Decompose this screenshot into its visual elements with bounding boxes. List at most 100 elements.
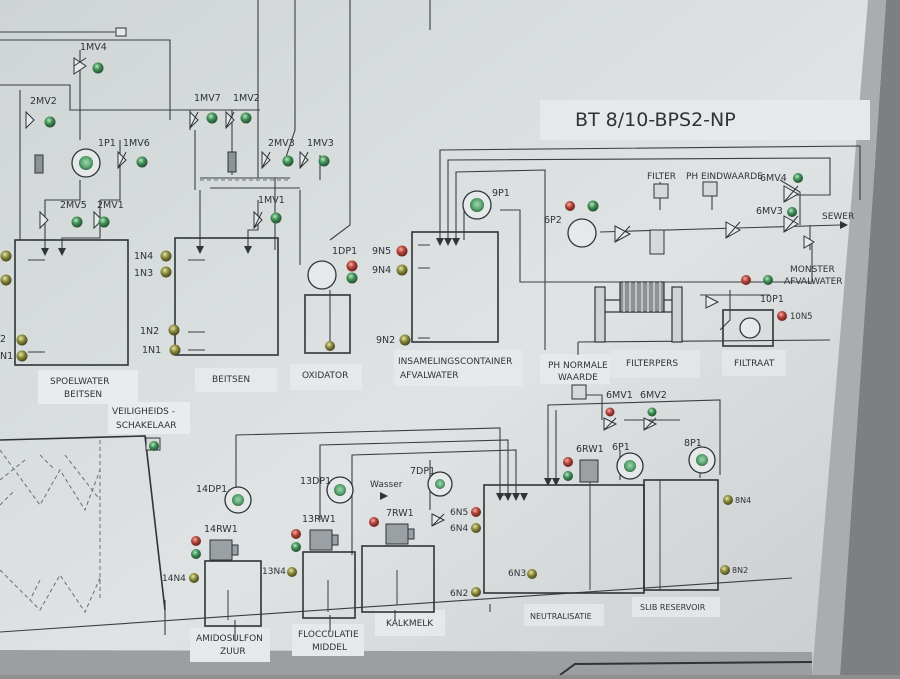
tag-1mv3: 1MV3	[307, 138, 334, 149]
lamp-red	[369, 517, 379, 527]
lamp-green	[763, 275, 773, 285]
lamp-olive	[0, 250, 12, 262]
lamp-olive	[169, 344, 181, 356]
lamp-red	[565, 201, 575, 211]
tag-1mv7: 1MV7	[194, 93, 221, 104]
tag-9n2: 9N2	[376, 335, 395, 346]
tag-13dp1: 13DP1	[300, 476, 331, 487]
lamp-green	[291, 542, 301, 552]
tag-6n2: 6N2	[450, 589, 468, 599]
pump-10p1	[739, 317, 761, 339]
lamp-green	[98, 216, 110, 228]
tag-6mv1: 6MV1	[606, 390, 633, 401]
section-neutralisatie: NEUTRALISATIE	[530, 612, 592, 621]
section-veiligheid-1: VEILIGHEIDS -	[112, 407, 175, 417]
scrubber-area	[0, 179, 290, 614]
tag-6mv4: 6MV4	[760, 173, 787, 184]
lamp-green	[647, 407, 657, 417]
pump-1dp1	[307, 260, 337, 290]
lamp-olive	[160, 266, 172, 278]
lamp-green	[282, 155, 294, 167]
equipment-tags: 1MV4 2MV2 1MV7 1MV2 1P1 1MV6 2MV3 1MV3 2…	[30, 42, 787, 535]
tag-10p1: 10P1	[760, 294, 784, 305]
lamp-red	[346, 260, 358, 272]
valve-symbols	[25, 57, 815, 527]
label-sewer: SEWER	[822, 212, 854, 222]
tag-6n3: 6N3	[508, 569, 526, 579]
tag-9n4: 9N4	[372, 265, 391, 276]
label-ph-normal-1: PH NORMALE	[548, 361, 608, 371]
lamp-red	[563, 457, 573, 467]
section-oxidator: OXIDATOR	[302, 371, 348, 381]
lamp-green	[318, 155, 330, 167]
sensor-tags: 1N4 1N3 1N2 1N1 9N5 9N4 9N2 10N5 8N4 8N2…	[0, 246, 813, 599]
lamp-green	[44, 116, 56, 128]
lamp-red	[471, 507, 481, 517]
section-spoelwater-2: BEITSEN	[64, 390, 102, 400]
tag-14n4: 14N4	[162, 574, 186, 584]
tag-1mv2: 1MV2	[233, 93, 260, 104]
lamp-green	[149, 441, 159, 451]
lamp-olive	[396, 264, 408, 276]
lamp-olive	[16, 350, 28, 362]
lamp-olive	[189, 573, 199, 583]
section-kalkmelk: KALKMELK	[386, 619, 434, 629]
tag-1n3: 1N3	[134, 268, 153, 279]
tag-side-2: 2	[0, 334, 6, 345]
tag-2mv1: 2MV1	[97, 200, 124, 211]
tag-1dp1: 1DP1	[332, 246, 357, 257]
tag-6p2: 6P2	[544, 215, 562, 226]
lamp-green	[793, 173, 803, 183]
section-amidosulfon-2: ZUUR	[220, 647, 246, 657]
lamp-olive	[325, 341, 335, 351]
lamp-olive	[168, 324, 180, 336]
tag-2mv5: 2MV5	[60, 200, 87, 211]
lamp-olive	[287, 567, 297, 577]
section-amidosulfon-1: AMIDOSULFON	[196, 634, 263, 644]
tag-8n4: 8N4	[735, 496, 751, 505]
lamp-olive	[16, 334, 28, 346]
tag-9n5: 9N5	[372, 246, 391, 257]
lamp-green	[587, 200, 599, 212]
tanks	[0, 231, 774, 627]
tag-1p1: 1P1	[98, 138, 116, 149]
tag-6rw1: 6RW1	[576, 444, 604, 455]
label-ph-end: PH EINDWAARDE	[686, 172, 763, 182]
tag-2mv2: 2MV2	[30, 96, 57, 107]
lamp-green	[240, 112, 252, 124]
tag-7dp1: 7DP1	[410, 466, 435, 477]
flow-arrows	[41, 221, 848, 501]
tag-6n4: 6N4	[450, 524, 468, 534]
tag-8n2: 8N2	[732, 566, 748, 575]
tag-7rw1: 7RW1	[386, 508, 414, 519]
section-filtraat: FILTRAAT	[734, 359, 775, 369]
lamp-green	[787, 207, 797, 217]
section-labels: SPOELWATER BEITSEN BEITSEN OXIDATOR INSA…	[50, 357, 775, 657]
tag-9p1: 9P1	[492, 188, 510, 199]
label-ph-normal-2: WAARDE	[558, 373, 598, 383]
tag-side-n1: N1	[0, 351, 13, 362]
lamp-green	[92, 62, 104, 74]
tag-6n5: 6N5	[450, 508, 468, 518]
section-beitsen: BEITSEN	[212, 375, 250, 385]
tag-1mv4: 1MV4	[80, 42, 107, 53]
lamp-green	[346, 272, 358, 284]
tag-1mv1: 1MV1	[258, 195, 285, 206]
tag-10n5: 10N5	[790, 312, 813, 322]
lamp-red	[191, 536, 201, 546]
tag-13n4: 13N4	[262, 567, 286, 577]
lamp-green	[206, 112, 218, 124]
label-wasser: Wasser	[370, 480, 403, 490]
lamp-green	[191, 549, 201, 559]
tag-13rw1: 13RW1	[302, 514, 336, 525]
motors	[209, 459, 599, 561]
lamp-red	[777, 311, 787, 321]
panel-edge	[812, 0, 886, 675]
section-spoelwater: SPOELWATER	[50, 377, 109, 387]
lamp-red	[741, 275, 751, 285]
pump-6p2	[567, 218, 597, 248]
lamp-olive	[723, 495, 733, 505]
section-veiligheid-2: SCHAKELAAR	[116, 421, 177, 431]
tag-14dp1: 14DP1	[196, 484, 227, 495]
